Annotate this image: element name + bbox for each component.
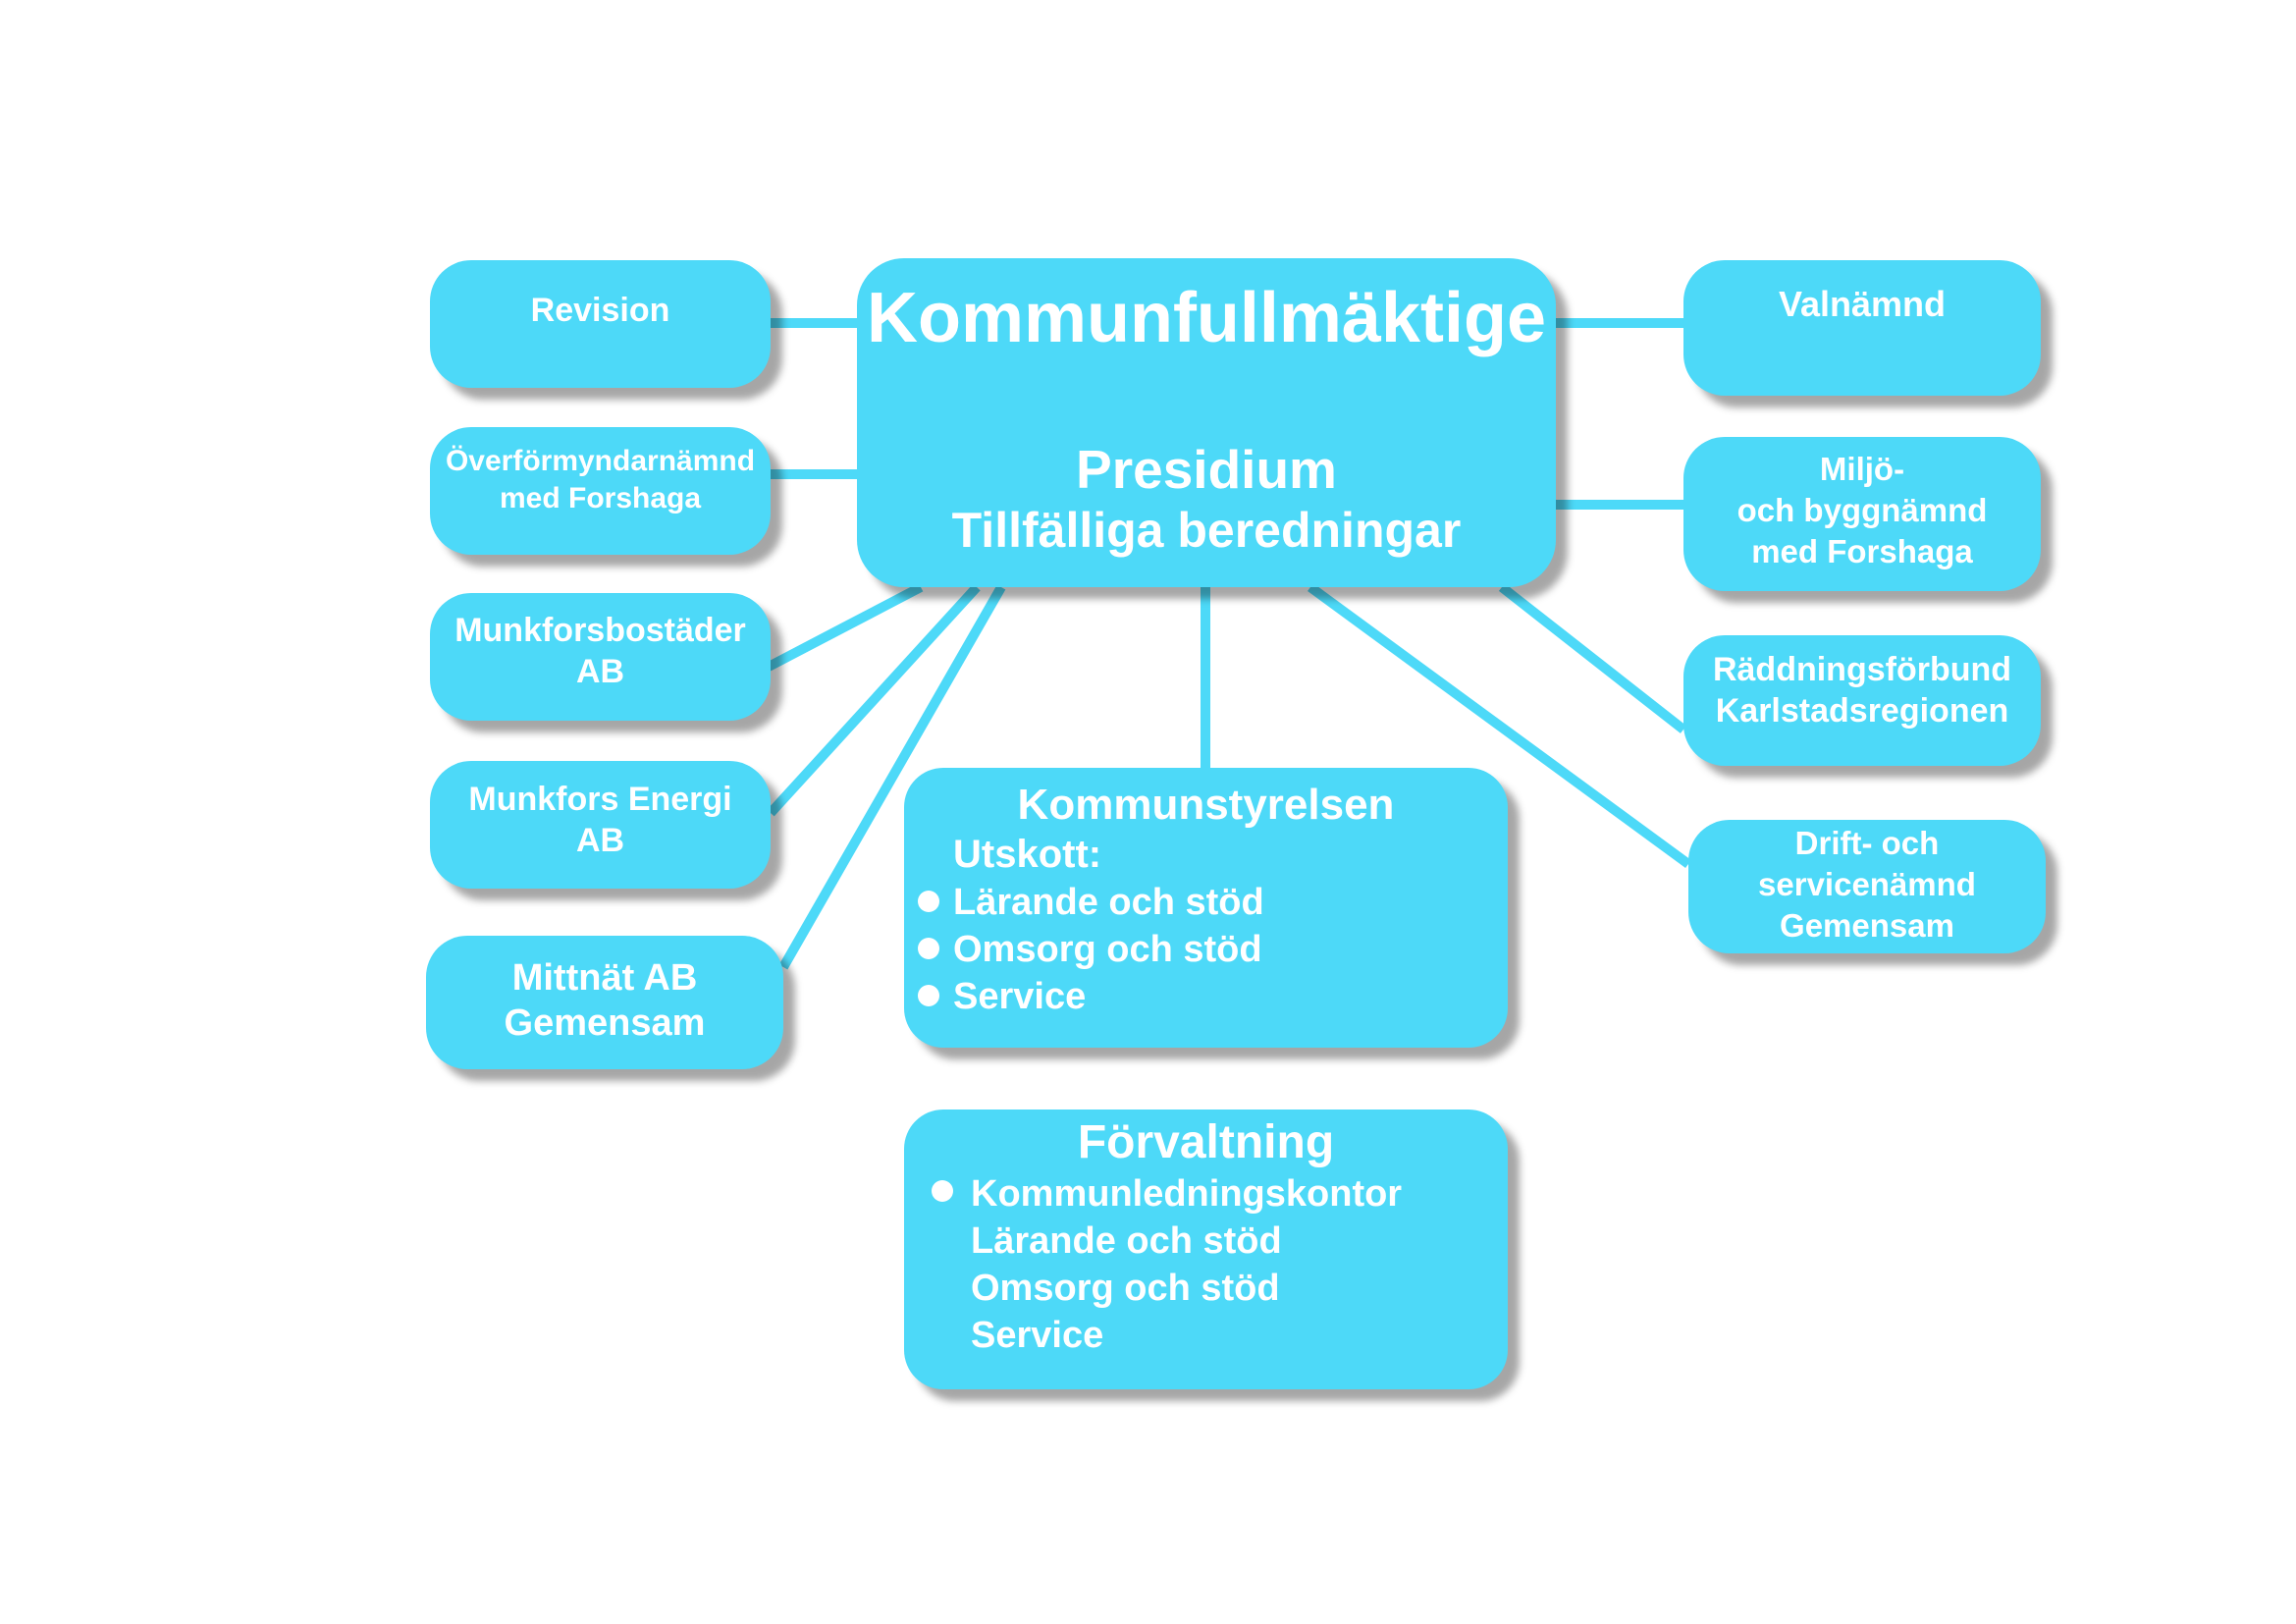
forvaltning-box: Förvaltning Kommunledningskontor Lärande… <box>904 1110 1508 1389</box>
list-item: Service <box>918 973 1264 1020</box>
valnamnd-box: Valnämnd <box>1683 260 2041 396</box>
connector-mittnat <box>778 584 1006 970</box>
miljo-bygg-box: Miljö- och byggnämnd med Forshaga <box>1683 437 2041 591</box>
mittnat-box: Mittnät AB Gemensam <box>426 936 783 1069</box>
revision-box: Revision <box>430 260 771 388</box>
munkforsbostader-box: Munkforsbostäder AB <box>430 593 771 721</box>
munkfors-energi-sub: AB <box>575 822 625 859</box>
list-item: Service <box>971 1315 1104 1356</box>
drift-service-box: Drift- och servicenämnd Gemensam <box>1688 820 2046 953</box>
miljo-label: Miljö- <box>1819 450 1905 487</box>
forvaltning-title: Förvaltning <box>1077 1116 1335 1168</box>
overformyndarnamnd-label: Överförmyndarnämnd <box>445 445 756 477</box>
mittnat-label: Mittnät AB <box>511 957 698 999</box>
utskott-label: Utskott: <box>953 833 1102 876</box>
presidium-label: Presidium <box>1076 439 1337 500</box>
bullet-icon <box>918 985 939 1006</box>
mittnat-sub: Gemensam <box>504 1002 706 1044</box>
utskott-list: Lärande och stöd Omsorg och stöd Service <box>918 879 1264 1020</box>
kommunstyrelsen-box: Kommunstyrelsen Utskott: Lärande och stö… <box>904 768 1508 1048</box>
drift-service-mid: servicenämnd <box>1758 866 1976 902</box>
drift-service-sub: Gemensam <box>1780 907 1954 944</box>
bullet-icon <box>932 1180 953 1202</box>
list-item: Omsorg och stöd <box>918 926 1264 973</box>
kommunfullmaktige-title: Kommunfullmäktige <box>866 279 1547 357</box>
raddningsforbund-box: Räddningsförbund Karlstadsregionen <box>1683 635 2041 766</box>
list-item: Kommunledningskontor <box>932 1170 1402 1218</box>
list-item: Lärande och stöd <box>918 879 1264 926</box>
list-item: Lärande och stöd <box>971 1220 1282 1262</box>
munkfors-energi-label: Munkfors Energi <box>468 781 732 818</box>
revision-label: Revision <box>530 292 670 329</box>
munkforsbostader-sub: AB <box>575 653 625 690</box>
munkfors-energi-box: Munkfors Energi AB <box>430 761 771 889</box>
list-item: Omsorg och stöd <box>971 1268 1280 1309</box>
connector-munkforsbostader <box>766 582 924 672</box>
kommunfullmaktige-box: Kommunfullmäktige Presidium Tillfälliga … <box>857 258 1556 587</box>
munkforsbostader-label: Munkforsbostäder <box>454 612 746 649</box>
overformyndarnamnd-box: Överförmyndarnämnd med Forshaga <box>430 427 771 555</box>
connector-raddningsforbund <box>1498 583 1687 733</box>
miljo-bygg-sub: med Forshaga <box>1751 532 1973 569</box>
valnamnd-label: Valnämnd <box>1778 284 1947 324</box>
miljo-bygg-label: och byggnämnd <box>1736 491 1988 528</box>
overformyndarnamnd-sub: med Forshaga <box>499 482 702 514</box>
bullet-icon <box>918 938 939 959</box>
raddningsforbund-label: Räddningsförbund <box>1712 650 2012 688</box>
forvaltning-list: Kommunledningskontor Lärande och stöd Om… <box>932 1170 1402 1359</box>
bullet-icon <box>918 891 939 912</box>
kommunstyrelsen-title: Kommunstyrelsen <box>1017 781 1395 829</box>
drift-service-label: Drift- och <box>1794 825 1940 861</box>
connector-munkfors-energi <box>767 583 981 817</box>
raddningsforbund-sub: Karlstadsregionen <box>1715 691 2009 730</box>
connector-drift-service <box>1308 582 1691 869</box>
tillfalliga-beredningar-label: Tillfälliga beredningar <box>951 503 1462 558</box>
